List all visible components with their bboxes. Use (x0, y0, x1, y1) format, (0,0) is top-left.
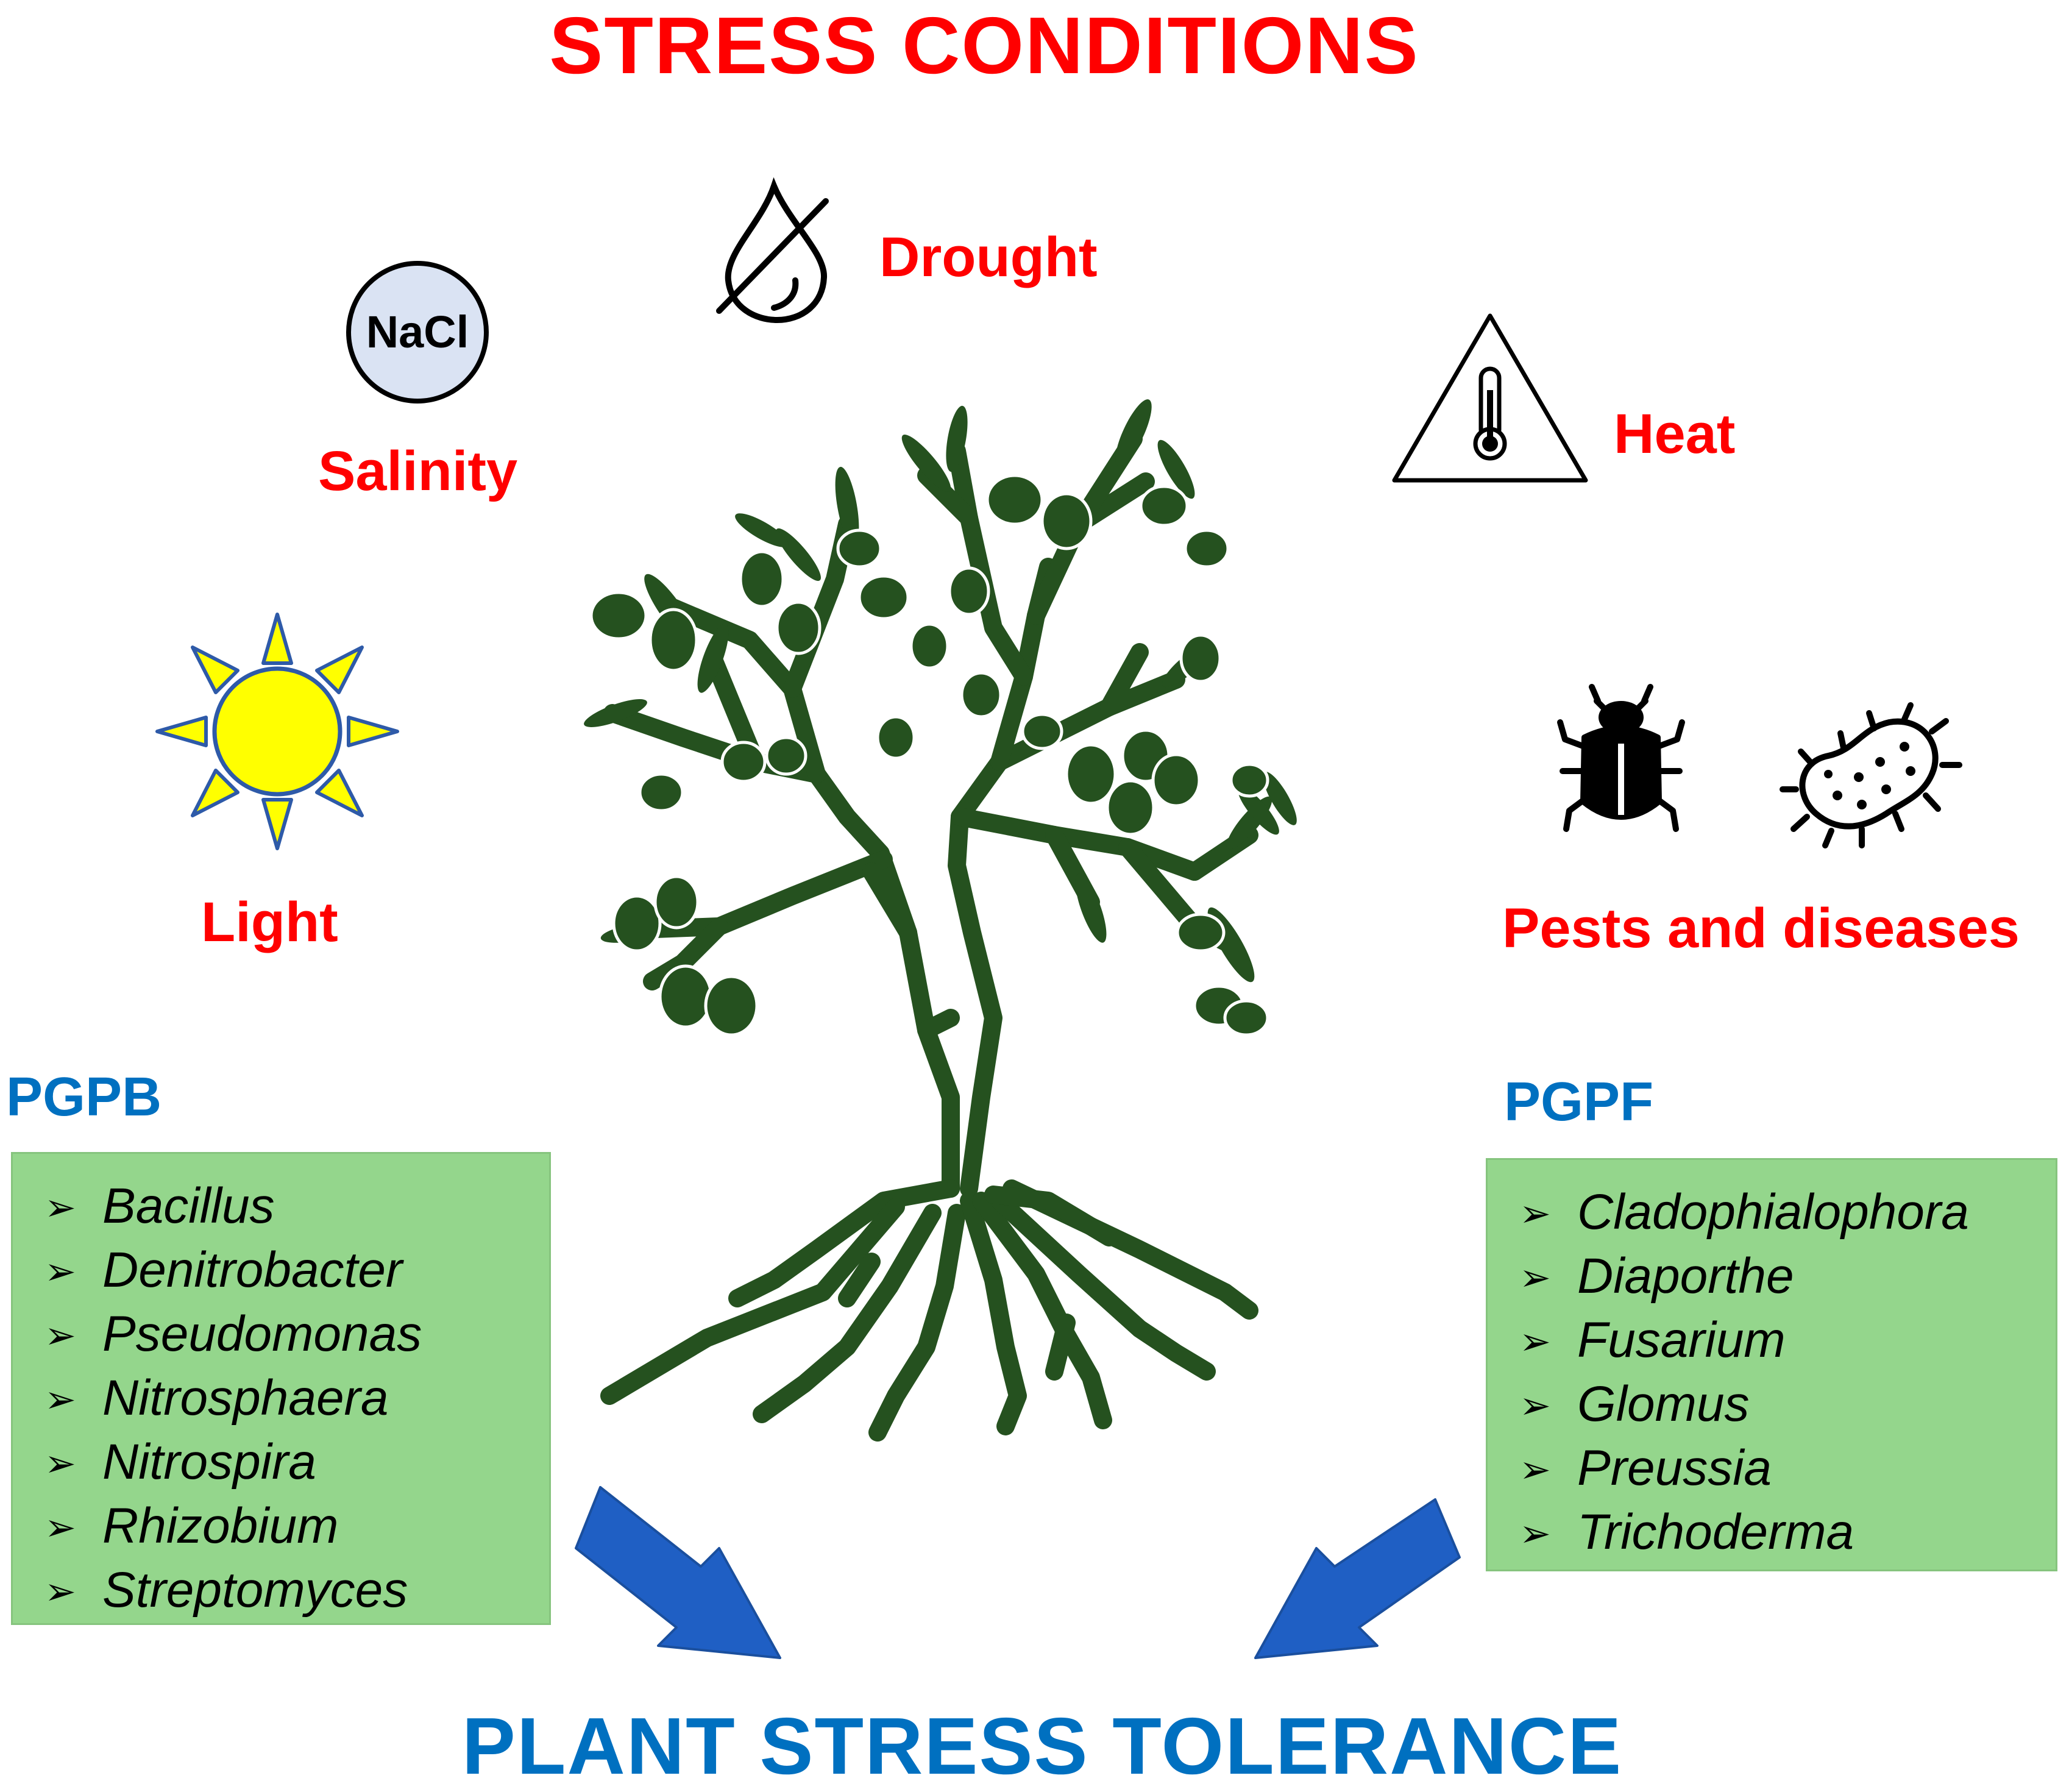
arrow-icon (1254, 1498, 1461, 1659)
heat-label: Heat (1614, 403, 1736, 465)
list-item: ➢Nitrospira (44, 1434, 316, 1490)
beetle-icon (1557, 684, 1685, 832)
pests-label: Pests and diseases (1502, 897, 2020, 959)
list-item: ➢Fusarium (1519, 1312, 1786, 1368)
light-label: Light (201, 891, 338, 953)
pgpf-list: ➢Cladophialophora ➢Diaporthe ➢Fusarium ➢… (1488, 1160, 2056, 1565)
list-item: ➢Nitrosphaera (44, 1370, 389, 1426)
list-item: ➢Cladophialophora (1519, 1184, 1969, 1240)
list-item: ➢Trichoderma (1519, 1504, 1854, 1560)
bacterium-icon (1780, 702, 1962, 848)
nacl-circle-icon (346, 261, 489, 404)
list-item: ➢Streptomyces (44, 1562, 408, 1618)
diagram-title: STRESS CONDITIONS (549, 1, 1419, 90)
pgpb-heading: PGPB (6, 1067, 162, 1128)
list-item: ➢Glomus (1519, 1376, 1750, 1432)
salinity-label: Salinity (318, 440, 518, 502)
pgpb-box: ➢Bacillus ➢Denitrobacter ➢Pseudomonas ➢N… (11, 1152, 551, 1625)
nacl-text: NaCl (366, 307, 469, 357)
no-water-drop-icon (716, 177, 829, 324)
tree-icon (584, 399, 1297, 1442)
arrow-icon (575, 1486, 781, 1659)
list-item: ➢Bacillus (44, 1178, 275, 1234)
pgpb-list: ➢Bacillus ➢Denitrobacter ➢Pseudomonas ➢N… (13, 1154, 549, 1623)
pgpf-box: ➢Cladophialophora ➢Diaporthe ➢Fusarium ➢… (1486, 1158, 2057, 1571)
pgpf-heading: PGPF (1504, 1072, 1654, 1132)
list-item: ➢Diaporthe (1519, 1248, 1794, 1304)
diagram-footer-title: PLANT STRESS TOLERANCE (461, 1701, 1623, 1791)
list-item: ➢Rhizobium (44, 1498, 339, 1554)
list-item: ➢Pseudomonas (44, 1306, 422, 1362)
sun-icon (155, 613, 399, 850)
list-item: ➢Denitrobacter (44, 1242, 403, 1298)
list-item: ➢Preussia (1519, 1440, 1772, 1496)
heat-warning-thermometer-icon (1392, 313, 1588, 483)
drought-label: Drought (879, 226, 1098, 288)
